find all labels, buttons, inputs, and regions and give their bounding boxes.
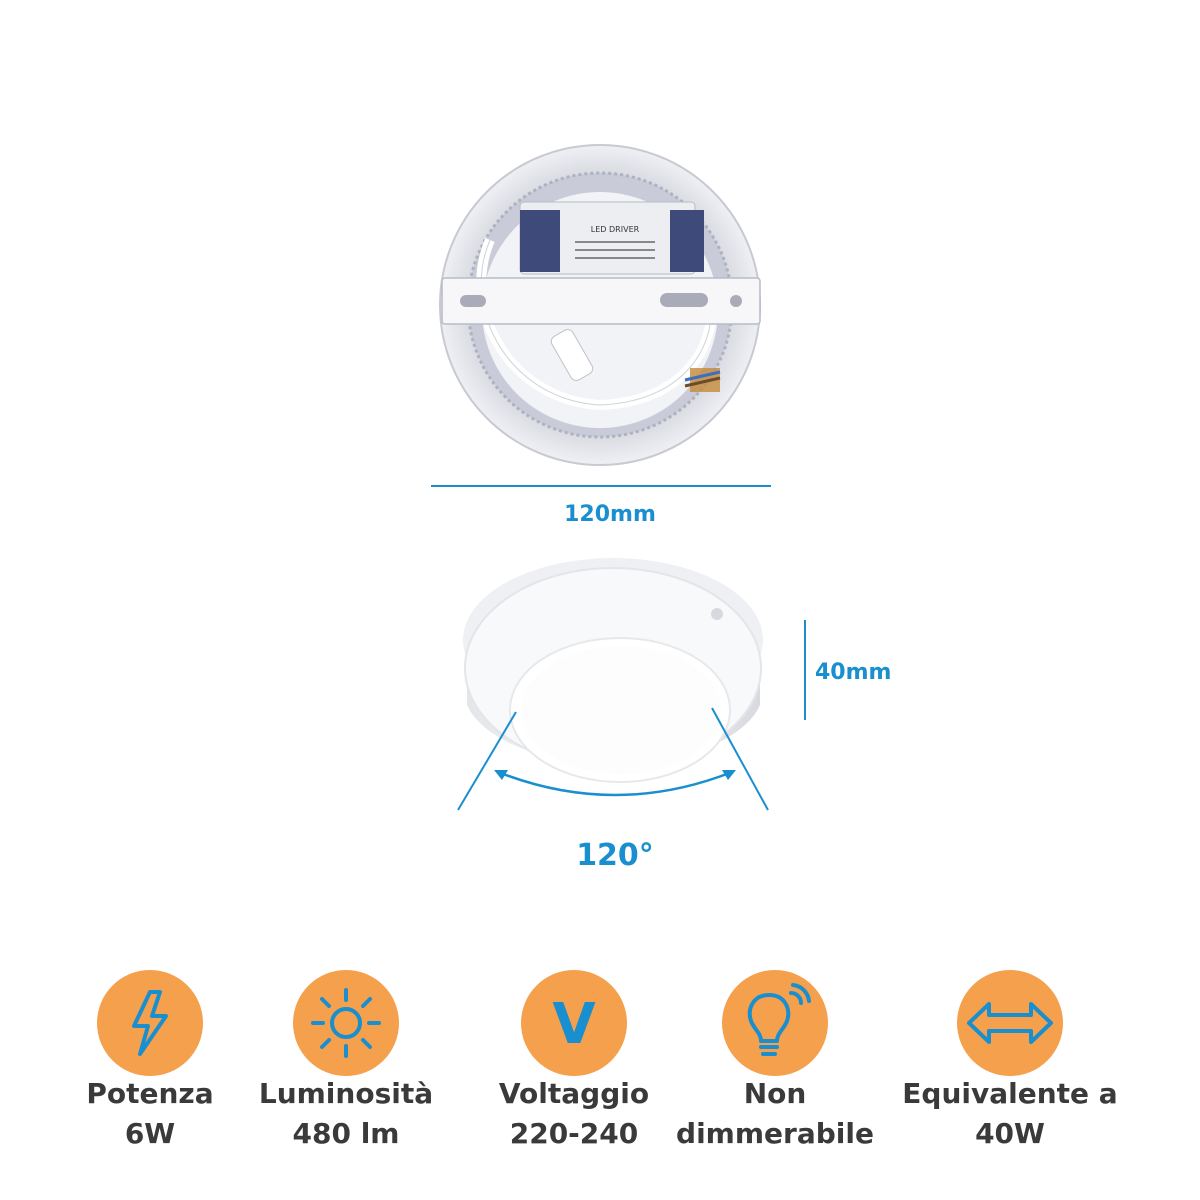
feature-equivalent-value: 40W xyxy=(975,1117,1045,1150)
feature-dimmable: Non dimmerabile xyxy=(655,970,895,1150)
dimmable-badge xyxy=(722,970,828,1076)
brightness-badge xyxy=(293,970,399,1076)
feature-power-value: 6W xyxy=(124,1117,176,1150)
sun-icon xyxy=(311,988,381,1058)
width-dimension-line xyxy=(431,485,771,487)
feature-voltage-value: 220-240 xyxy=(509,1117,639,1150)
feature-power-title: Potenza xyxy=(86,1077,214,1110)
feature-brightness-title: Luminosità xyxy=(258,1077,434,1110)
feature-dimmable-value: dimmerabile xyxy=(676,1117,874,1150)
panel-front-view xyxy=(463,558,763,783)
power-badge xyxy=(97,970,203,1076)
feature-voltage-title: Voltaggio xyxy=(498,1077,650,1110)
voltage-v-icon: V xyxy=(552,993,596,1053)
feature-equivalent: Equivalente a 40W xyxy=(890,970,1130,1150)
voltage-badge: V xyxy=(521,970,627,1076)
width-label: 120mm xyxy=(564,502,656,527)
beam-angle-label: 120° xyxy=(576,838,654,873)
svg-text:V: V xyxy=(552,993,596,1053)
bulb-signal-icon xyxy=(747,983,811,1056)
lightning-icon xyxy=(132,990,168,1056)
driver-label: LED DRIVER xyxy=(591,225,640,234)
feature-voltage: V Voltaggio 220-240 xyxy=(454,970,694,1150)
height-label: 40mm xyxy=(815,660,892,685)
beam-angle-indicator xyxy=(457,707,769,811)
height-dimension-line xyxy=(804,620,806,720)
equivalent-badge xyxy=(957,970,1063,1076)
feature-power: Potenza 6W xyxy=(30,970,270,1150)
double-arrow-icon xyxy=(967,1002,1053,1044)
feature-brightness: Luminosità 480 lm xyxy=(226,970,466,1150)
feature-equivalent-title: Equivalente a xyxy=(902,1077,1118,1110)
feature-brightness-value: 480 lm xyxy=(292,1117,400,1150)
panel-top-view: LED DRIVER xyxy=(439,144,761,466)
feature-dimmable-title: Non xyxy=(743,1077,807,1110)
